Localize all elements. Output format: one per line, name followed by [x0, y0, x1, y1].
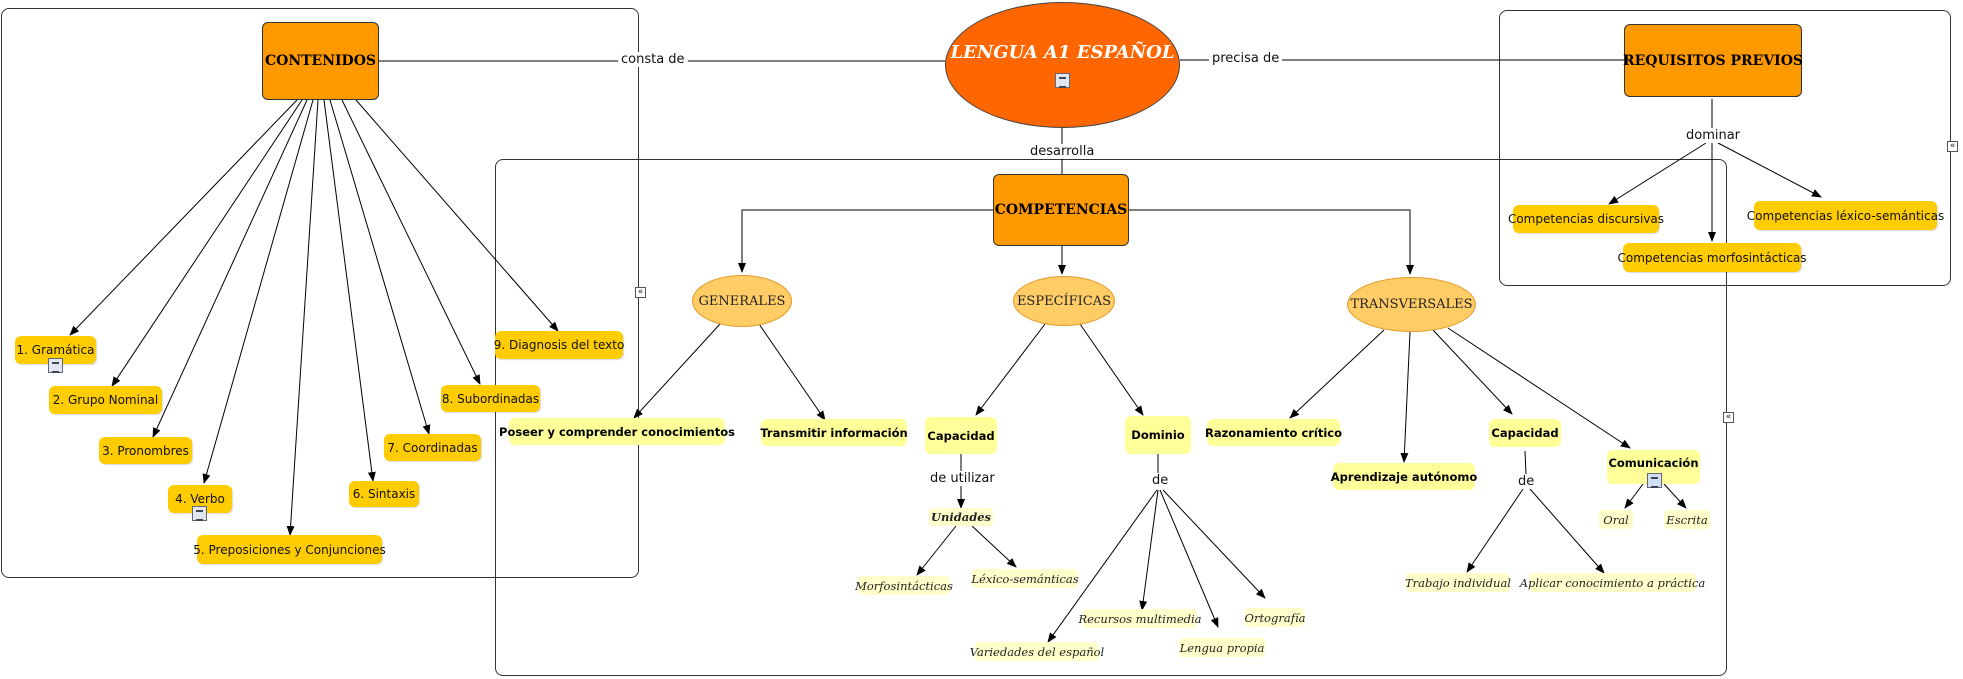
transversales-capacidad[interactable]: Capacidad	[1489, 419, 1561, 447]
dominio-item-variedades[interactable]: Variedades del español	[970, 642, 1104, 661]
collapse-icon[interactable]: «	[635, 287, 646, 298]
capacidad-item-trabajo-individual[interactable]: Trabajo individual	[1405, 573, 1511, 592]
especificas-dominio[interactable]: Dominio	[1125, 416, 1191, 454]
contenidos-item-preposiciones[interactable]: 5. Preposiciones y Conjunciones	[193, 535, 386, 564]
requisitos-node[interactable]: REQUISITOS PREVIOS	[1623, 24, 1803, 97]
contenidos-item-pronombres[interactable]: 3. Pronombres	[99, 437, 192, 464]
link-label-dominar: dominar	[1683, 128, 1744, 143]
link-label-de-dominio: de	[1149, 473, 1172, 488]
requisitos-item-discursivas[interactable]: Competencias discursivas	[1508, 205, 1664, 233]
dominio-item-recursos[interactable]: Recursos multimedia	[1078, 609, 1202, 628]
link-label-consta-de: consta de	[618, 52, 688, 67]
unidades-item-lexico-semanticas[interactable]: Léxico-semánticas	[971, 569, 1079, 588]
contenidos-item-coordinadas[interactable]: 7. Coordinadas	[384, 434, 481, 461]
link-label-desarrolla: desarrolla	[1027, 144, 1098, 159]
collapse-icon[interactable]: «	[1947, 141, 1958, 152]
image-icon[interactable]	[1647, 473, 1662, 488]
requisitos-item-lexico-semanticas[interactable]: Competencias léxico-semánticas	[1747, 201, 1944, 230]
generales-item-poseer[interactable]: Poseer y comprender conocimientos	[499, 418, 735, 445]
contenidos-item-grupo-nominal[interactable]: 2. Grupo Nominal	[49, 386, 162, 414]
requisitos-item-morfosintacticas[interactable]: Competencias morfosintácticas	[1617, 243, 1807, 272]
dominio-item-lengua-propia[interactable]: Lengua propia	[1179, 638, 1265, 657]
transversales-node[interactable]: TRANSVERSALES	[1347, 277, 1476, 332]
comunicacion-item-escrita[interactable]: Escrita	[1664, 510, 1710, 529]
document-icon[interactable]	[1055, 73, 1070, 88]
capacidad-item-aplicar[interactable]: Aplicar conocimiento a práctica	[1520, 573, 1705, 592]
link-label-de-capacidad: de	[1515, 474, 1538, 489]
link-label-de-utilizar: de utilizar	[927, 471, 998, 486]
transversales-razonamiento[interactable]: Razonamiento crítico	[1205, 419, 1342, 446]
root-node[interactable]: LENGUA A1 ESPAÑOL	[945, 2, 1180, 128]
contenidos-item-subordinadas[interactable]: 8. Subordinadas	[441, 385, 540, 412]
especificas-unidades[interactable]: Unidades	[929, 508, 993, 526]
document-icon[interactable]	[192, 506, 207, 521]
contenidos-item-sintaxis[interactable]: 6. Sintaxis	[349, 481, 419, 507]
document-icon[interactable]	[48, 358, 63, 373]
collapse-icon[interactable]: «	[1723, 412, 1734, 423]
competencias-node[interactable]: COMPETENCIAS	[993, 174, 1129, 246]
generales-item-transmitir[interactable]: Transmitir información	[760, 419, 908, 446]
root-label: LENGUA A1 ESPAÑOL	[950, 42, 1175, 63]
contenidos-node[interactable]: CONTENIDOS	[262, 22, 379, 100]
dominio-item-ortografia[interactable]: Ortografía	[1245, 608, 1306, 627]
generales-node[interactable]: GENERALES	[692, 275, 792, 327]
comunicacion-item-oral[interactable]: Oral	[1599, 510, 1633, 529]
especificas-node[interactable]: ESPECÍFICAS	[1013, 276, 1115, 326]
transversales-comunicacion[interactable]: Comunicación	[1607, 450, 1700, 484]
especificas-capacidad[interactable]: Capacidad	[925, 417, 997, 454]
link-label-precisa-de: precisa de	[1209, 51, 1283, 66]
transversales-aprendizaje[interactable]: Aprendizaje autónomo	[1331, 463, 1477, 490]
unidades-item-morfosintacticas[interactable]: Morfosintácticas	[855, 576, 953, 595]
contenidos-item-diagnosis[interactable]: 9. Diagnosis del texto	[494, 331, 624, 359]
